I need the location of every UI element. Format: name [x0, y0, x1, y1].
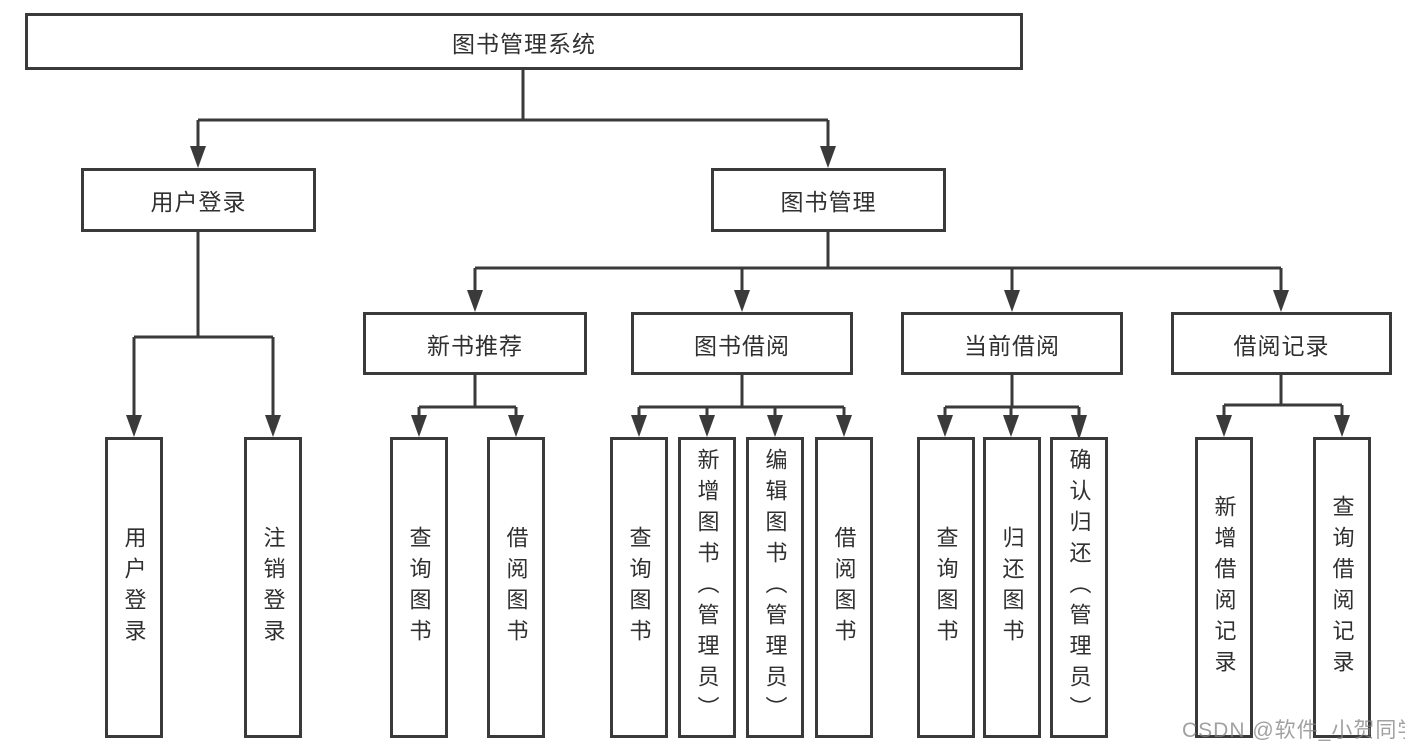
arrowhead-icon	[1004, 290, 1020, 312]
leaf-query-borrow-record: 查询借阅记录	[1313, 437, 1371, 738]
arrowhead-icon	[508, 415, 524, 437]
arrowhead-icon	[699, 415, 715, 437]
leaf-borrow-query-books: 查询图书	[610, 437, 668, 738]
node-root: 图书管理系统	[25, 13, 1023, 70]
node-new-book-recommend: 新书推荐	[363, 312, 587, 375]
arrowhead-icon	[411, 415, 427, 437]
connector-newbook-to-leaves	[411, 373, 524, 437]
connector-currentborrow-to-leaves	[937, 373, 1087, 440]
leaf-label: 借阅图书	[503, 525, 529, 650]
leaf-label: 注销登录	[260, 525, 286, 650]
leaf-add-book-admin: 新增图书（管理员）	[678, 437, 736, 738]
connector-line	[196, 68, 830, 148]
node-user-login: 用户登录	[81, 168, 316, 232]
arrowhead-icon	[767, 415, 783, 437]
arrowhead-icon	[1273, 290, 1289, 312]
arrowhead-icon	[190, 146, 206, 168]
leaf-label: 新增图书（管理员）	[694, 448, 720, 727]
leaf-label: 借阅图书	[831, 525, 857, 650]
leaf-newbook-query-books: 查询图书	[390, 437, 448, 738]
leaf-label: 编辑图书（管理员）	[762, 448, 788, 727]
node-user-login-label: 用户登录	[150, 189, 247, 215]
connector-records-to-leaves	[1216, 373, 1350, 437]
connector-line	[473, 230, 1283, 292]
arrowhead-icon	[467, 290, 483, 312]
arrowhead-icon	[126, 415, 142, 437]
leaf-label: 用户登录	[121, 525, 147, 650]
connector-line	[1222, 373, 1344, 417]
leaf-label: 查询图书	[406, 525, 432, 650]
arrowhead-icon	[734, 290, 750, 312]
node-book-management-label: 图书管理	[780, 189, 877, 215]
leaf-return-book: 归还图书	[983, 437, 1041, 738]
leaf-user-login: 用户登录	[105, 437, 163, 738]
leaf-label: 查询借阅记录	[1329, 494, 1355, 681]
connector-line	[637, 373, 846, 417]
arrowhead-icon	[1003, 415, 1019, 437]
node-borrow-records-label: 借阅记录	[1233, 332, 1330, 359]
node-borrow-records: 借阅记录	[1171, 312, 1392, 375]
connector-user-login-to-leaves	[126, 230, 281, 437]
leaf-borrow-book: 借阅图书	[815, 437, 873, 738]
leaf-label: 确认归还（管理员）	[1066, 448, 1092, 727]
node-book-management: 图书管理	[711, 168, 946, 232]
node-book-borrow-label: 图书借阅	[694, 332, 790, 359]
node-book-borrow: 图书借阅	[631, 312, 853, 375]
connector-root-to-level2	[190, 68, 836, 168]
leaf-label: 查询图书	[933, 525, 959, 650]
leaf-label: 归还图书	[999, 525, 1025, 650]
csdn-watermark: CSDN @软件_小贺同学	[1182, 719, 1405, 742]
connector-line	[132, 230, 275, 417]
leaf-edit-book-admin: 编辑图书（管理员）	[746, 437, 804, 738]
arrowhead-icon	[265, 415, 281, 437]
leaf-label: 查询图书	[626, 525, 652, 650]
arrowhead-icon	[1334, 415, 1350, 437]
leaf-label: 新增借阅记录	[1211, 494, 1237, 681]
node-root-label: 图书管理系统	[452, 30, 596, 57]
arrowhead-icon	[1216, 415, 1232, 437]
connector-line	[943, 373, 1081, 417]
arrowhead-icon	[820, 146, 836, 168]
arrowhead-icon	[937, 415, 953, 437]
node-new-book-recommend-label: 新书推荐	[427, 332, 523, 359]
node-current-borrow-label: 当前借阅	[964, 332, 1060, 359]
leaf-confirm-return-admin: 确认归还（管理员）	[1050, 437, 1108, 738]
leaf-current-query-books: 查询图书	[917, 437, 975, 738]
arrowhead-icon	[631, 415, 647, 437]
node-current-borrow: 当前借阅	[901, 312, 1123, 375]
connector-bookborrow-to-leaves	[631, 373, 852, 437]
arrowhead-icon	[836, 415, 852, 437]
leaf-newbook-borrow-books: 借阅图书	[487, 437, 545, 738]
connector-book-mgmt-to-sections	[467, 230, 1289, 312]
connector-line	[417, 373, 518, 417]
leaf-logout: 注销登录	[244, 437, 302, 738]
leaf-add-borrow-record: 新增借阅记录	[1195, 437, 1253, 738]
